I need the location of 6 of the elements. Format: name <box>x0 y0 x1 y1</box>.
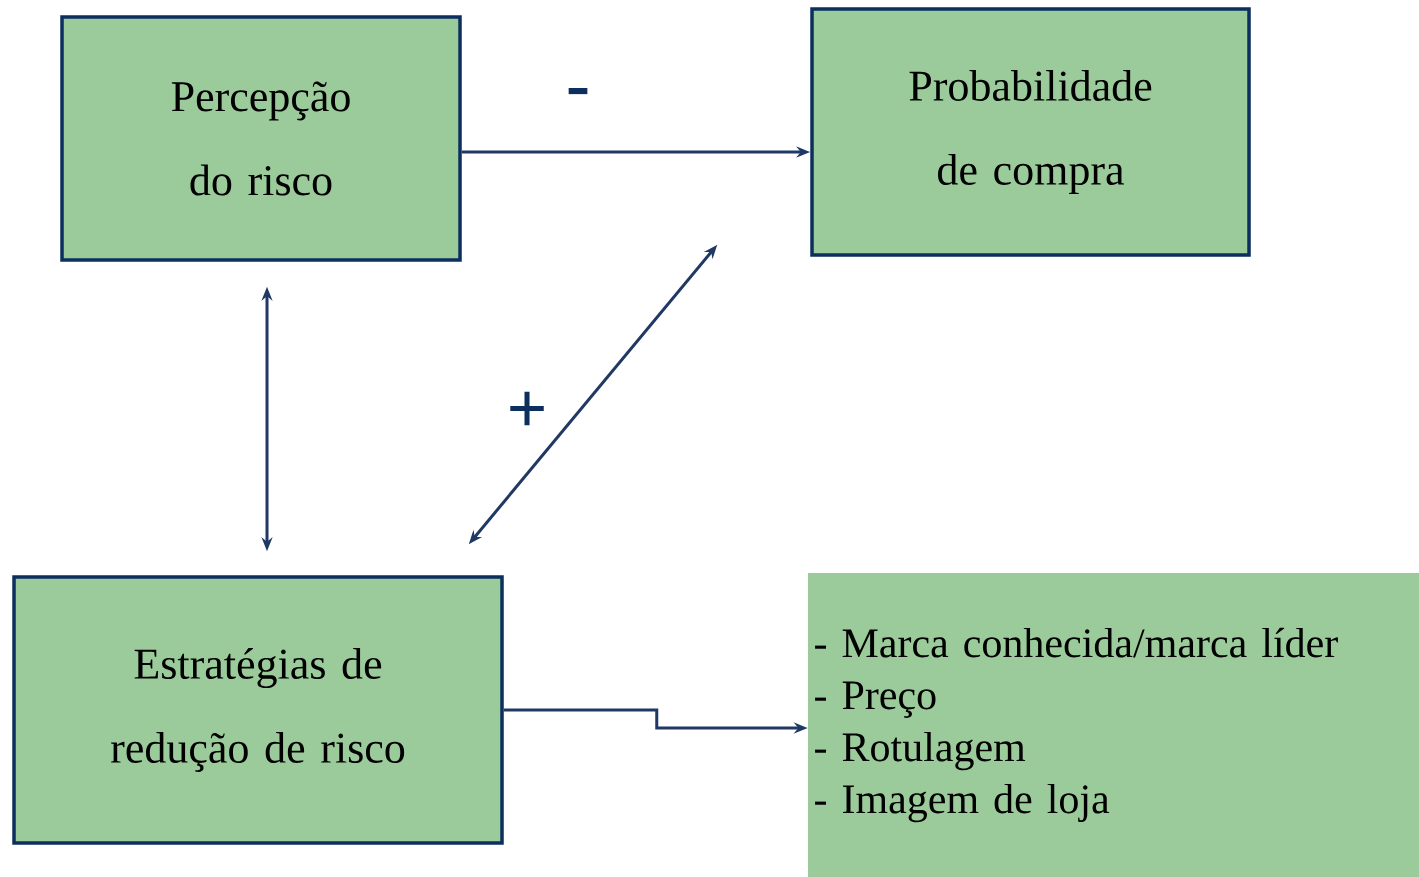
process-box: Percepção do risco <box>60 15 462 262</box>
process-box: Estratégias de redução de risco <box>12 575 504 845</box>
edge-label: + <box>510 391 544 426</box>
list-box: - Marca conhecida/marca líder - Preço - Rotulagem - Imagem de loja <box>808 573 1419 877</box>
edge-label: - <box>568 88 588 95</box>
process-box: Probabilidade de compra <box>810 7 1251 257</box>
